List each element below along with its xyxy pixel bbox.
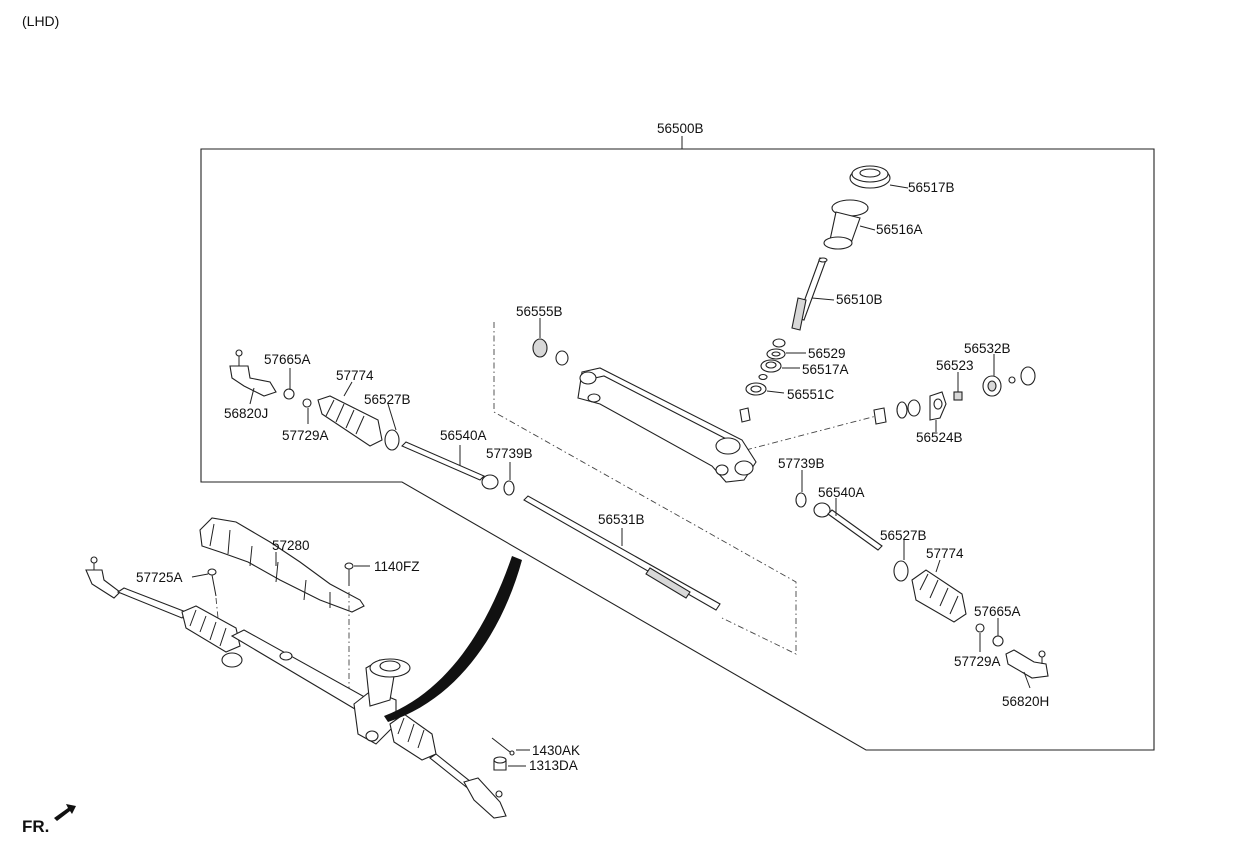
part-57739B-left: [503, 480, 515, 496]
label-57725A: 57725A: [136, 570, 183, 585]
part-57774-right: [911, 569, 967, 623]
part-57774-left: [317, 395, 383, 447]
part-56527B-left: [384, 429, 400, 451]
label-56540A-left: 56540A: [440, 428, 487, 443]
part-56517A: [758, 359, 782, 381]
part-56551C: [745, 382, 767, 396]
alignment-line-yoke: [745, 414, 881, 451]
part-1313DA: [493, 756, 507, 771]
part-yoke-orings: [896, 399, 921, 419]
part-56540A-right: [813, 502, 883, 551]
label-56555B: 56555B: [516, 304, 563, 319]
part-57725A: [207, 568, 217, 597]
part-yoke-plug: [873, 407, 887, 425]
part-gear-housing: [577, 367, 757, 483]
front-arrow-icon: [54, 804, 76, 821]
label-56529: 56529: [808, 346, 846, 361]
part-57280: [199, 517, 365, 613]
label-56820J: 56820J: [224, 406, 268, 421]
part-small-seal: [772, 338, 786, 348]
part-56820J: [229, 349, 277, 397]
part-56517B: [849, 165, 891, 189]
label-56517B: 56517B: [908, 180, 955, 195]
label-56500B: 56500B: [657, 121, 704, 136]
label-57665A-left: 57665A: [264, 352, 311, 367]
label-1140FZ: 1140FZ: [374, 559, 420, 574]
label-56524B: 56524B: [916, 430, 963, 445]
front-direction-indicator: FR.: [22, 804, 76, 836]
part-57665A-left: [283, 388, 295, 400]
label-57739B-right: 57739B: [778, 456, 825, 471]
part-1140FZ: [344, 562, 354, 586]
label-1430AK: 1430AK: [532, 743, 580, 758]
assembly-frame: [200, 148, 1155, 751]
label-56516A: 56516A: [876, 222, 923, 237]
label-56532B: 56532B: [964, 341, 1011, 356]
label-57665A-right: 57665A: [974, 604, 1021, 619]
lhd-note: (LHD): [22, 13, 59, 29]
part-56523: [953, 391, 963, 401]
label-56551C: 56551C: [787, 387, 835, 402]
label-56531B: 56531B: [598, 512, 645, 527]
label-57729A-left: 57729A: [282, 428, 329, 443]
part-57729A-right: [975, 623, 985, 633]
label-57729A-right: 57729A: [954, 654, 1001, 669]
label-57280: 57280: [272, 538, 310, 553]
label-56540A-right: 56540A: [818, 485, 865, 500]
part-57729A-left: [302, 398, 312, 408]
label-56527B-right: 56527B: [880, 528, 927, 543]
part-56510B: [791, 257, 828, 331]
alignment-line-rack: [493, 322, 797, 655]
label-56517A: 56517A: [802, 362, 849, 377]
label-57739B-left: 57739B: [486, 446, 533, 461]
label-56527B-left: 56527B: [364, 392, 411, 407]
part-56531B: [523, 495, 721, 611]
part-57739B-right: [795, 492, 807, 508]
front-direction-label: FR.: [22, 817, 49, 836]
part-1430AK: [491, 737, 515, 756]
part-56540A-left: [401, 441, 499, 490]
part-56524B: [929, 391, 947, 421]
label-57774-left: 57774: [336, 368, 374, 383]
label-1313DA: 1313DA: [529, 758, 578, 773]
part-56529: [766, 348, 786, 360]
label-57774-right: 57774: [926, 546, 964, 561]
part-56820H: [1005, 649, 1049, 679]
part-56555B: [532, 338, 569, 366]
part-56527B-right: [893, 560, 909, 582]
part-assembled-gear: [85, 556, 507, 819]
label-56523: 56523: [936, 358, 974, 373]
assembly-callout-arc: [384, 556, 522, 722]
label-56510B: 56510B: [836, 292, 883, 307]
part-56532B: [982, 366, 1036, 397]
part-57665A-right: [992, 635, 1004, 647]
label-56820H: 56820H: [1002, 694, 1049, 709]
part-56516A: [823, 199, 869, 250]
